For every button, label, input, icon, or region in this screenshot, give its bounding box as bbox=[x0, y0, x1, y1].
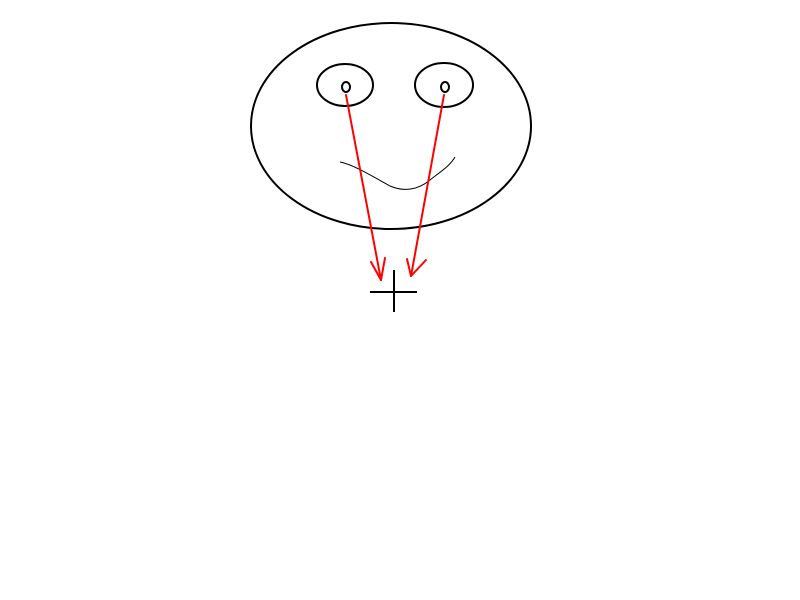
gaze-arrows bbox=[345, 94, 445, 281]
face bbox=[250, 22, 532, 230]
right-arrowhead bbox=[406, 258, 427, 277]
right-gaze-arrow bbox=[410, 94, 445, 277]
left-gaze-arrow bbox=[345, 94, 382, 281]
fixation-cross bbox=[370, 270, 417, 312]
mouth bbox=[339, 156, 456, 190]
face-outline bbox=[250, 22, 532, 230]
left-pupil bbox=[341, 81, 351, 93]
left-eye bbox=[316, 63, 374, 107]
right-eye bbox=[414, 62, 474, 108]
right-pupil bbox=[440, 81, 450, 93]
left-arrowhead bbox=[370, 257, 386, 281]
